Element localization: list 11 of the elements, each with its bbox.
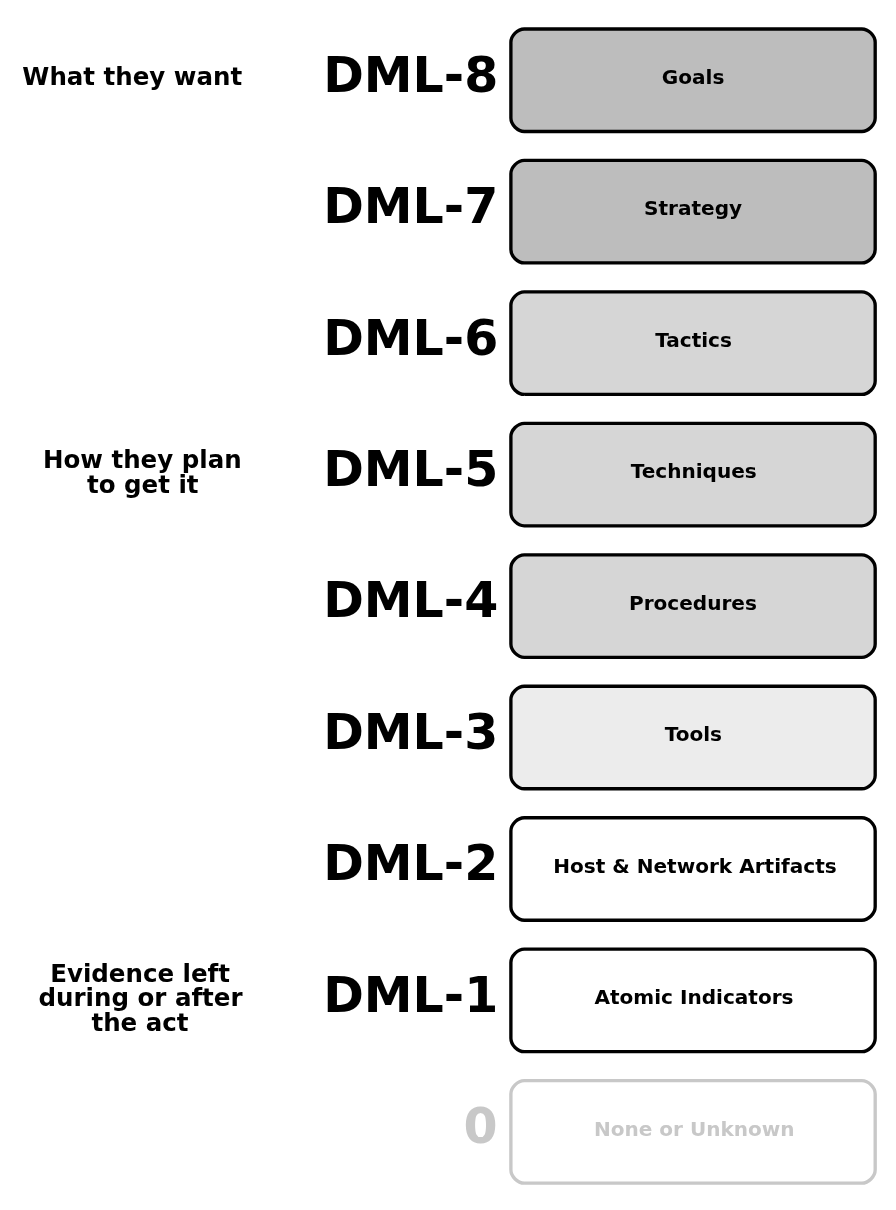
node-label: DML-6 (322, 309, 498, 366)
node-label: DML-4 (322, 571, 498, 629)
label: How they plan to get it (42, 444, 242, 499)
node-label: DML-3 (322, 703, 498, 761)
node-label: DML-5 (322, 440, 498, 498)
node-label: DML-7 (322, 177, 498, 235)
node-label: DML-1 (322, 966, 498, 1024)
label: Evidence left during or after the act (38, 958, 243, 1037)
node-label: DML-2 (322, 834, 498, 892)
label: What they want (21, 61, 242, 91)
node-label: DML-8 (322, 46, 498, 104)
